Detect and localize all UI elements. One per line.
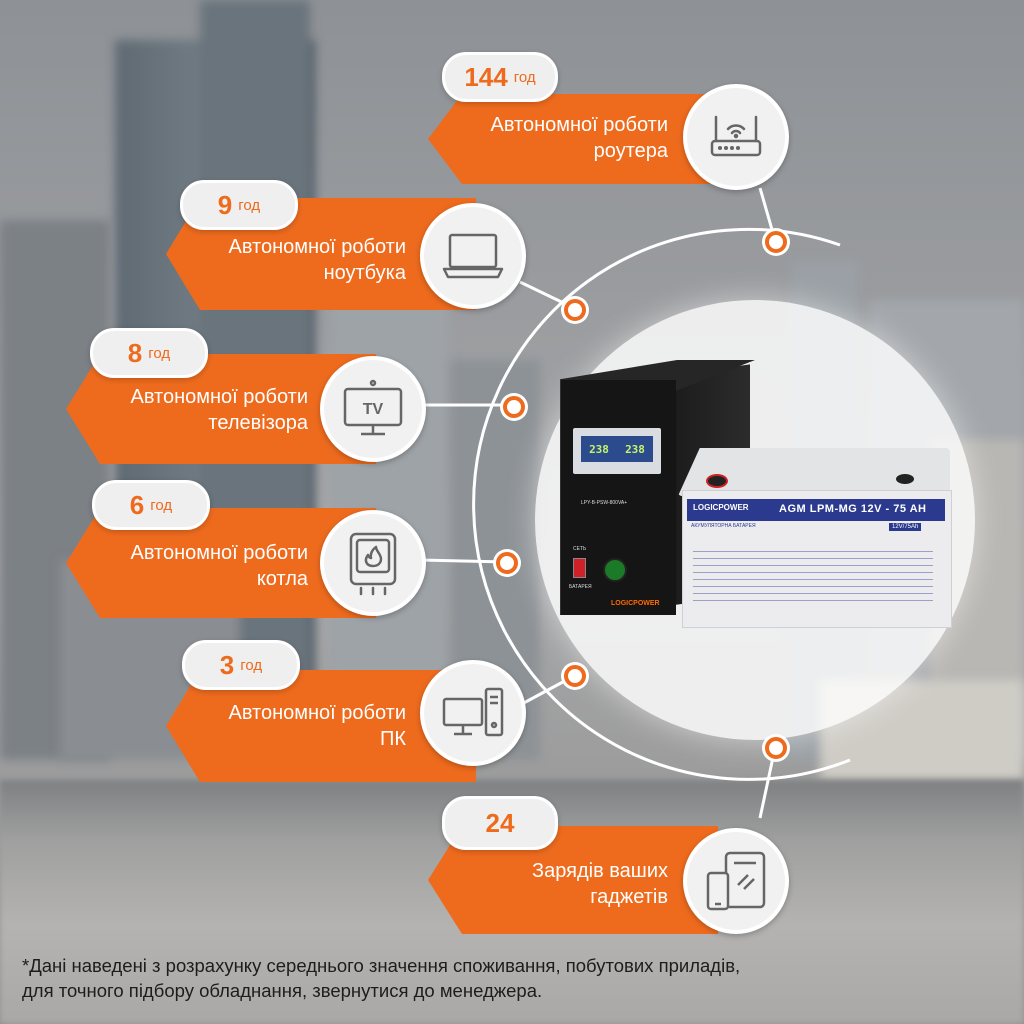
boiler-icon-circle [320,510,426,616]
connector-dot [564,665,586,687]
power-switch [573,558,586,578]
router-icon [710,115,762,157]
svg-text:TV: TV [363,401,384,418]
connector-dot [765,737,787,759]
connector-dot [496,552,518,574]
battery-title: AGM LPM-MG 12V - 75 AH [779,503,927,515]
router-banner: Автономної роботи роутера [428,94,718,184]
laptop-icon-circle [420,203,526,309]
battery-label: LOGICPOWER AGM LPM-MG 12V - 75 AH [687,499,945,521]
connector-dot [564,299,586,321]
banner-line2: роутера [593,140,668,162]
inverter-logo: LOGICPOWER [611,600,660,607]
footnote: *Дані наведені з розрахунку середнього з… [22,955,741,1001]
laptop-icon [442,233,504,279]
battery-badge: 12V/75Ah [889,523,922,531]
power-button [603,558,627,582]
gadgets-count-pill: 24 [442,796,558,850]
connector-dot [765,231,787,253]
router-icon-circle [683,84,789,190]
banner-line1: Автономної роботи [490,114,669,136]
battery-image: LOGICPOWER AGM LPM-MG 12V - 75 AH АКУМУЛ… [678,448,952,628]
inverter-model: LPY-B-PSW-800VA+ [581,500,628,506]
pc-icon [442,687,504,737]
boiler-icon [349,532,397,596]
tv-icon-circle: TV [320,356,426,462]
connector-dot [503,396,525,418]
gadgets-icon-circle [683,828,789,934]
phone-tablet-icon [706,851,766,911]
tv-icon: TV [343,379,403,436]
pc-icon-circle [420,660,526,766]
